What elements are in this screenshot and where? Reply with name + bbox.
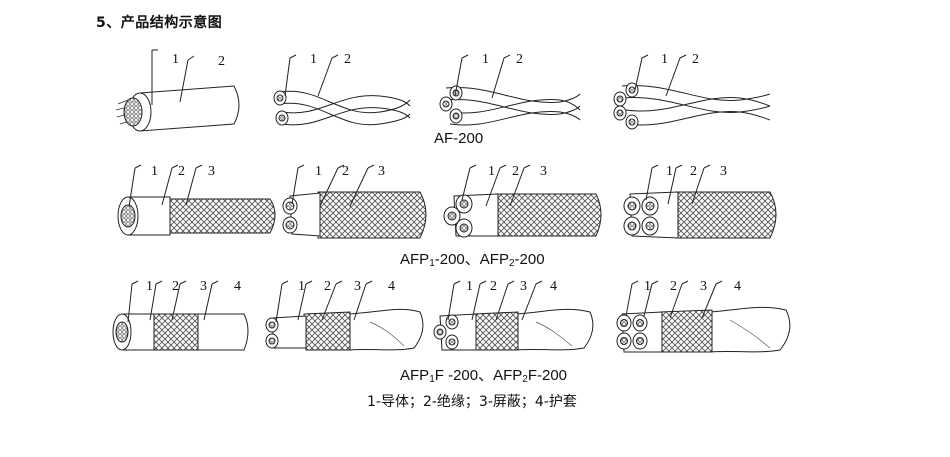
row1-callout-numbers: 1 2 1 2 1 2 1 2 — [172, 52, 699, 69]
callout-2: 2 — [324, 279, 331, 294]
callout-2: 2 — [690, 164, 697, 179]
row1-fig4-four-core — [613, 54, 771, 130]
callout-1: 1 — [310, 52, 317, 67]
callout-3: 3 — [354, 279, 361, 294]
callout-3: 3 — [208, 164, 215, 179]
row3-fig2-sheathed-two-core — [265, 280, 424, 351]
row1-fig1-single-core — [115, 49, 240, 132]
legend: 1-导体；2-绝缘；3-屏蔽；4-护套 — [367, 394, 577, 410]
callout-2: 2 — [692, 52, 699, 67]
row1-caption: AF-200 — [434, 130, 484, 147]
row3-fig4-sheathed-four-core — [616, 280, 791, 353]
callout-2: 2 — [172, 279, 179, 294]
callout-2: 2 — [342, 164, 349, 179]
callout-1: 1 — [488, 164, 495, 179]
callout-1: 1 — [151, 164, 158, 179]
callout-2: 2 — [490, 279, 497, 294]
row2-fig3-shielded-three-core — [443, 164, 602, 238]
row1-fig2-two-core — [273, 54, 411, 126]
row2-caption: AFP1-200、AFP2-200 — [400, 251, 545, 269]
callout-3: 3 — [700, 279, 707, 294]
callout-2: 2 — [344, 52, 351, 67]
callout-1: 1 — [482, 52, 489, 67]
callout-3: 3 — [378, 164, 385, 179]
callout-3: 3 — [540, 164, 547, 179]
row3-callout-numbers: 1 2 3 4 1 2 3 4 1 2 3 4 1 2 3 4 — [146, 279, 741, 294]
row3-caption: AFP1F -200、AFP2F-200 — [400, 367, 568, 385]
row3-fig1-sheathed-single — [112, 280, 249, 351]
row1-fig3-three-core — [439, 54, 581, 126]
callout-3: 3 — [720, 164, 727, 179]
callout-3: 3 — [520, 279, 527, 294]
callout-2: 2 — [512, 164, 519, 179]
callout-3: 3 — [200, 279, 207, 294]
callout-1: 1 — [146, 279, 153, 294]
row2-callout-numbers: 1 2 3 1 2 3 1 2 3 1 2 3 — [151, 164, 727, 179]
row2-fig2-shielded-two-core — [282, 164, 427, 239]
callout-1: 1 — [644, 279, 651, 294]
callout-2: 2 — [516, 52, 523, 67]
row3-fig3-sheathed-three-core — [433, 280, 594, 351]
row2-fig4-shielded-four-core — [623, 164, 777, 239]
row2-fig1-shielded-single — [117, 164, 276, 236]
callout-2: 2 — [178, 164, 185, 179]
callout-2: 2 — [218, 54, 225, 69]
callout-1: 1 — [298, 279, 305, 294]
section-heading: 5、产品结构示意图 — [96, 15, 223, 31]
callout-4: 4 — [234, 279, 241, 294]
callout-2: 2 — [670, 279, 677, 294]
callout-1: 1 — [315, 164, 322, 179]
callout-4: 4 — [550, 279, 557, 294]
callout-4: 4 — [388, 279, 395, 294]
callout-4: 4 — [734, 279, 741, 294]
callout-1: 1 — [172, 52, 179, 67]
callout-1: 1 — [666, 164, 673, 179]
callout-1: 1 — [466, 279, 473, 294]
callout-1: 1 — [661, 52, 668, 67]
